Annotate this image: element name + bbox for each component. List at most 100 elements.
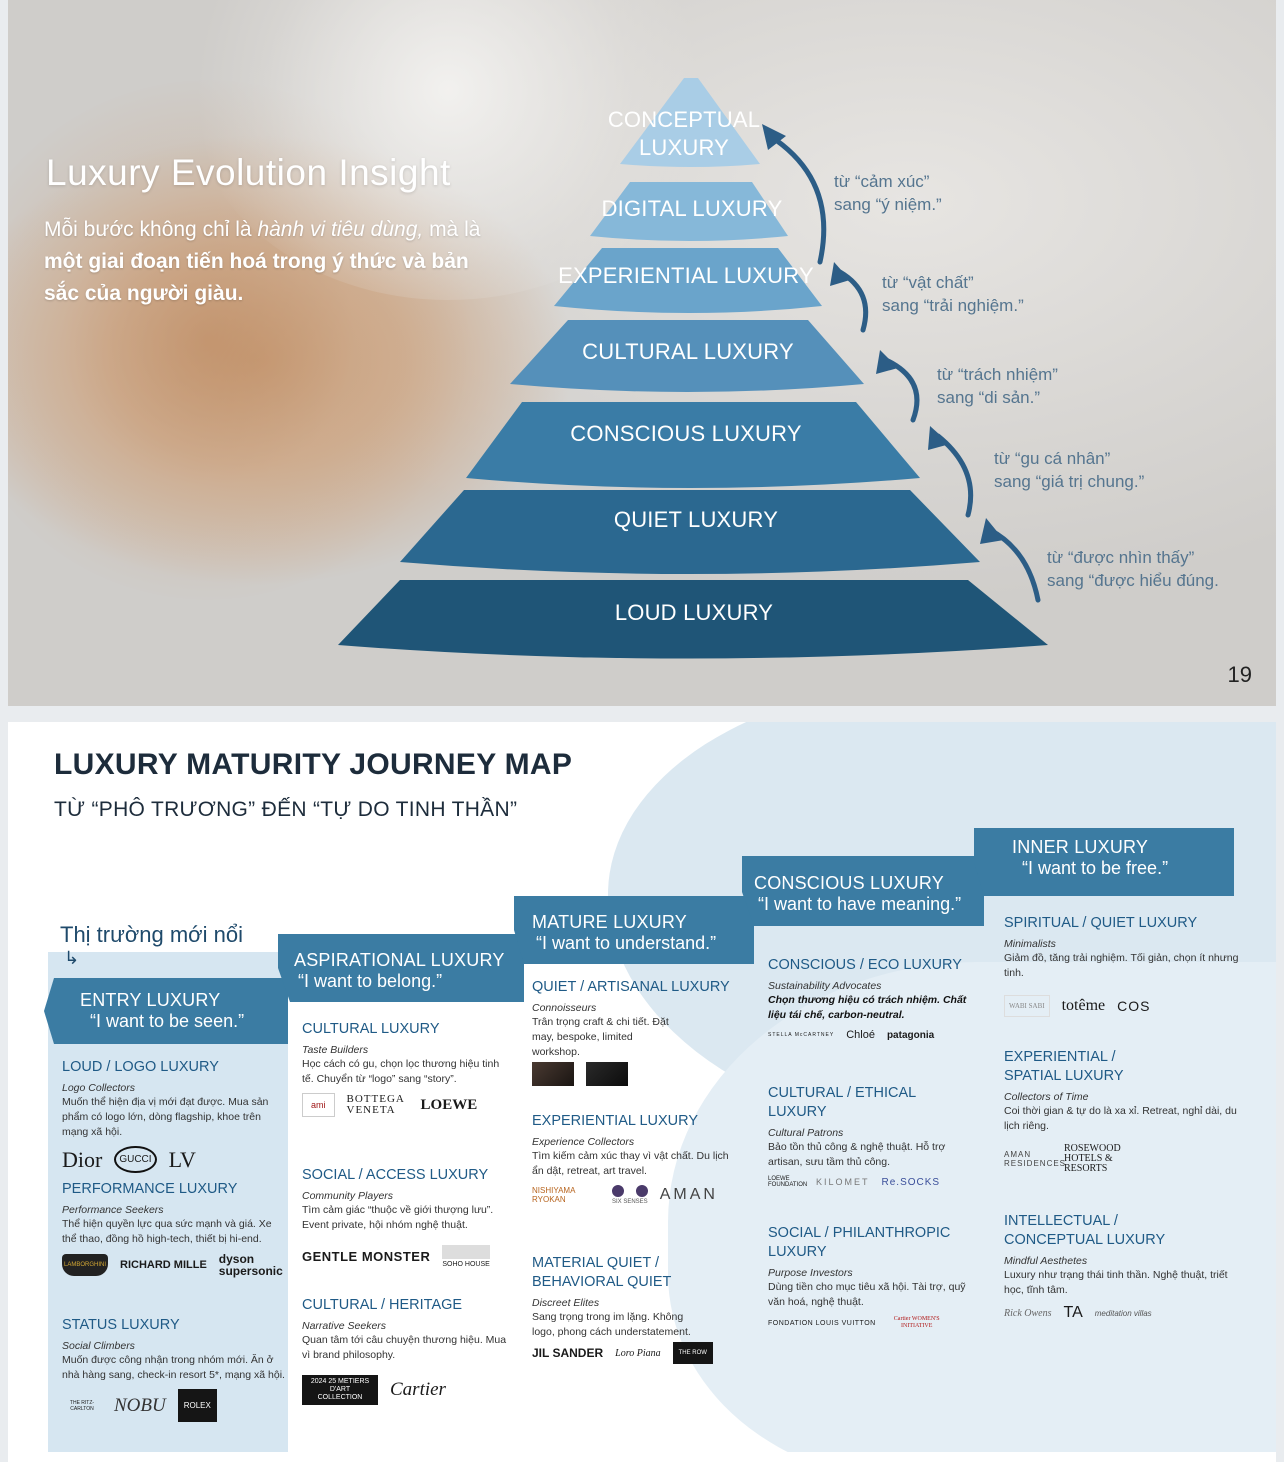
logo-cartier-womens-initiative: Cartier WOMEN'S INITIATIVE — [893, 1316, 940, 1329]
stage-name: ENTRY LUXURY — [80, 990, 221, 1010]
stage-banner-aspirational — [278, 934, 524, 1002]
tier-label-experiential: EXPERIENTIAL LUXURY — [558, 263, 814, 288]
category-desc: Thể hiện quyền lực qua sức mạnh và giá. … — [62, 1218, 272, 1245]
note-line: từ “được nhìn thấy” — [1047, 548, 1195, 567]
logo-resocks: Re.SOCKS — [881, 1176, 941, 1188]
logo-meditation-villas: meditation villas — [1094, 1308, 1152, 1318]
tier-label-conceptual: CONCEPTUAL LUXURY — [608, 106, 760, 162]
logo-the-row: THE ROW — [672, 1342, 713, 1364]
category-role: Purpose Investors — [768, 1267, 853, 1279]
category-desc: Tìm kiếm cảm xúc thay vì vật chất. Du lị… — [532, 1150, 729, 1177]
brand-logos: NISHIYAMA RYOKAN SIX SENSES AMAN — [532, 1185, 742, 1205]
category-role: Performance Seekers — [62, 1204, 164, 1216]
stage-aspirational: ASPIRATIONAL LUXURY “I want to belong.” — [276, 940, 505, 992]
logo-loewe: LOEWE — [420, 1096, 478, 1113]
brand-logos: 2024 25 METIERS D'ART COLLECTION Cartier — [302, 1375, 510, 1405]
category-intellectual-conceptual: INTELLECTUAL / CONCEPTUAL LUXURY Mindful… — [1004, 1212, 1240, 1322]
category-desc: Sang trọng trong im lặng. Không logo, ph… — [532, 1311, 691, 1338]
intro-part1: Mỗi bước không chỉ là — [44, 218, 258, 241]
category-title: CULTURAL LUXURY — [302, 1021, 440, 1037]
down-right-arrow-icon: ↳ — [64, 948, 80, 968]
category-desc: Muốn thể hiện địa vị mới đạt được. Mua s… — [62, 1096, 269, 1138]
logo-chloe: Chloé — [846, 1029, 875, 1041]
category-role: Social Climbers — [62, 1340, 135, 1352]
tier-label-loud: LOUD LUXURY — [614, 600, 774, 625]
note-material-to-experience: từ “vật chất” sang “trải nghiệm.” — [882, 271, 1024, 317]
logo-aman: AMAN — [659, 1186, 718, 1203]
slide-intro-text: Mỗi bước không chỉ là hành vi tiêu dùng,… — [44, 214, 504, 310]
intro-bold: một giai đoạn tiến hoá trong ý thức và b… — [44, 250, 469, 305]
tier-digital — [590, 182, 788, 241]
tier-loud — [338, 580, 1048, 659]
logo-six-senses: SIX SENSES — [612, 1185, 648, 1205]
logo-dior: Dior — [62, 1146, 103, 1172]
background-shape — [668, 962, 1276, 1452]
category-title: SOCIAL / ACCESS LUXURY — [302, 1167, 489, 1183]
category-role: Taste Builders — [302, 1044, 369, 1056]
brand-logos: LOEWE FOUNDATION KILOMET Re.SOCKS — [768, 1176, 978, 1188]
stage-quote: “I want to belong.” — [298, 971, 443, 991]
note-line: sang “được hiểu đúng. — [1047, 571, 1219, 590]
note-line: từ “trách nhiệm” — [937, 365, 1058, 384]
slide-luxury-evolution: Luxury Evolution Insight Mỗi bước không … — [8, 0, 1276, 706]
logo-fondation-louis-vuitton: FONDATION LOUIS VUITTON — [768, 1319, 876, 1327]
category-desc: Chọn thương hiệu có trách nhiệm. Chất li… — [768, 994, 967, 1021]
category-cultural-ethical: CULTURAL / ETHICAL LUXURY Cultural Patro… — [768, 1084, 978, 1224]
emerging-market-label: Thị trường mới nổi — [60, 922, 243, 947]
stage-banners — [44, 828, 1234, 1044]
note-line: từ “gu cá nhân” — [994, 449, 1111, 468]
logo-kilomet: KILOMET — [816, 1177, 870, 1187]
slide-maturity-journey: LUXURY MATURITY JOURNEY MAP TỪ “PHÔ TRƯƠ… — [8, 722, 1276, 1452]
logo-bottega-veneta: BOTTEGA VENETA — [346, 1093, 405, 1116]
logo-cartier: Cartier — [390, 1379, 446, 1400]
stage-banner-inner — [974, 828, 1234, 896]
logo-lamborghini: LAMBORGHINI — [62, 1254, 109, 1276]
category-desc: Muốn được công nhận trong nhóm mới. Ăn ở… — [62, 1354, 285, 1381]
tier-label-conceptual-line2: LUXURY — [638, 135, 730, 160]
category-desc: Bảo tồn thủ công & nghệ thuật. Hỗ trợ ar… — [768, 1141, 946, 1168]
stage-banner-mature — [514, 896, 754, 964]
arrow-2 — [935, 433, 974, 518]
brand-images — [532, 1062, 742, 1086]
category-desc: Dùng tiền cho mục tiêu xã hội. Tài trợ, … — [768, 1281, 966, 1308]
logo-nishiyama-ryokan: NISHIYAMA RYOKAN — [532, 1186, 575, 1204]
category-title: MATERIAL QUIET / BEHAVIORAL QUIET — [532, 1255, 672, 1290]
category-desc: Coi thời gian & tự do là xa xỉ. Retreat,… — [1004, 1105, 1237, 1132]
stage-name: ASPIRATIONAL LUXURY — [294, 950, 505, 970]
category-conscious-eco: CONSCIOUS / ECO LUXURY Sustainability Ad… — [768, 956, 978, 1084]
logo-ritz-carlton: THE RITZ-CARLTON — [69, 1399, 95, 1412]
logo-gentle-monster: GENTLE MONSTER — [302, 1249, 431, 1264]
column-inner: SPIRITUAL / QUIET LUXURY Minimalists Giả… — [1004, 914, 1240, 1322]
stage-banner-entry — [44, 978, 288, 1044]
brand-logos: WABI SABI totême COS — [1004, 995, 1240, 1017]
category-desc: Tìm cảm giác “thuộc về giới thượng lưu”.… — [302, 1204, 494, 1231]
category-desc: Học cách có gu, chọn lọc thương hiệu tin… — [302, 1058, 500, 1085]
tier-quiet — [400, 490, 980, 574]
logo-ami: ami — [302, 1093, 335, 1117]
category-role: Community Players — [302, 1190, 394, 1202]
logo-wabi-sabi: WABI SABI — [1004, 995, 1050, 1017]
logo-cos: COS — [1117, 998, 1151, 1014]
tier-cultural — [510, 320, 864, 392]
logo-aman-residences: AMAN RESIDENCES — [1004, 1150, 1067, 1168]
note-line: sang “trải nghiệm.” — [882, 296, 1024, 315]
category-material-quiet: MATERIAL QUIET / BEHAVIORAL QUIET Discre… — [532, 1254, 742, 1364]
category-desc: Trân trọng craft & chi tiết. Đặt may, be… — [532, 1016, 669, 1058]
note-taste-to-shared-value: từ “gu cá nhân” sang “giá trị chung.” — [994, 447, 1144, 493]
stage-quote: “I want to understand.” — [536, 933, 717, 953]
category-desc: Luxury như trạng thái tinh thần. Nghệ th… — [1004, 1269, 1228, 1296]
brand-logos: GENTLE MONSTER SOHO HOUSE — [302, 1245, 510, 1268]
brand-logos: FONDATION LOUIS VUITTON Cartier WOMEN'S … — [768, 1316, 978, 1330]
craft-photo — [532, 1062, 574, 1086]
pyramid-diagram — [338, 78, 1048, 659]
note-line: sang “di sản.” — [937, 388, 1040, 407]
intro-part2: mà là — [423, 218, 481, 241]
category-role: Logo Collectors — [62, 1082, 135, 1094]
category-status: STATUS LUXURY Social Climbers Muốn được … — [62, 1316, 288, 1422]
brand-logos: Rick Owens TA meditation villas — [1004, 1304, 1240, 1322]
tier-label-conceptual-line1: CONCEPTUAL — [607, 107, 761, 132]
note-seen-to-understood: từ “được nhìn thấy” sang “được hiểu đúng… — [1047, 546, 1219, 592]
logo-loewe-foundation: LOEWE FOUNDATION — [768, 1176, 808, 1188]
logo-ta: TA — [1063, 1304, 1083, 1321]
logo-lv: LV — [168, 1146, 196, 1172]
